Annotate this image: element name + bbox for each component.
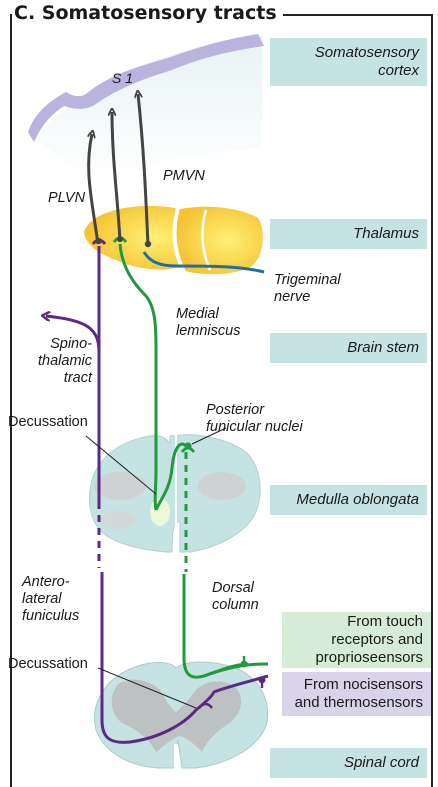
medulla-nucleus-left xyxy=(94,472,146,500)
posterior-nucleus-synapse xyxy=(180,446,196,453)
label-plvn: PLVN xyxy=(48,190,86,206)
box-spinal-cord: Spinal cord xyxy=(270,748,427,778)
frame-left-line xyxy=(10,14,12,787)
projection-green-to-cortex xyxy=(112,112,122,243)
cortex-illustration xyxy=(28,34,264,182)
spinothalamic-tract xyxy=(46,246,269,744)
thalamus-illustration xyxy=(84,206,263,275)
spinal-cord-illustration xyxy=(94,661,269,770)
box-thalamus-text: Thalamus xyxy=(353,225,419,242)
purple-branch-arrow xyxy=(46,316,101,353)
label-decussation-upper: Decussation xyxy=(8,414,88,430)
label-decussation-lower: Decussation xyxy=(8,656,88,672)
box-nocisensors: From nocisensors and thermosensors xyxy=(282,672,431,716)
box-somatosensory-cortex: Somatosensory cortex xyxy=(270,38,427,86)
thalamic-synapses xyxy=(91,236,152,248)
medulla-olive xyxy=(100,511,136,529)
label-anterolateral-funiculus: Antero- lateral funiculus xyxy=(22,574,80,624)
frame-right-line xyxy=(431,14,433,787)
label-medial-lemniscus: Medial lemniscus xyxy=(176,306,241,339)
box-medulla-text: Medulla oblongata xyxy=(296,491,419,508)
purple-synapse xyxy=(198,702,214,709)
label-posterior-funicular-nuclei: Posterior funicular nuclei xyxy=(206,402,303,435)
box-medulla-oblongata: Medulla oblongata xyxy=(270,485,427,515)
cortex-gray-band xyxy=(28,34,264,142)
label-dorsal-column: Dorsal column xyxy=(212,580,259,613)
projection-purple-to-cortex xyxy=(87,134,100,245)
page-title: C. Somatosensory tracts xyxy=(12,2,283,24)
box-cortex-text: Somatosensory cortex xyxy=(314,44,419,79)
cortex-white-matter xyxy=(34,36,262,182)
box-brain-stem-text: Brain stem xyxy=(347,339,419,356)
label-pmvn: PMVN xyxy=(163,168,205,184)
thalamus-right-lobe xyxy=(174,206,263,275)
leader-lines xyxy=(85,427,227,709)
purple-lower xyxy=(100,572,269,744)
synapse-lemniscus-dot xyxy=(117,236,123,242)
leader-decussation-upper xyxy=(85,435,157,495)
cortical-projections xyxy=(87,94,150,247)
projection-blue-to-cortex xyxy=(138,94,150,247)
medulla-nucleus-right xyxy=(198,472,246,500)
leader-posterior-nuclei xyxy=(191,427,227,445)
box-thalamus: Thalamus xyxy=(270,219,427,249)
synapse-plvn-dot xyxy=(96,238,102,244)
synapse-pmvn-dot xyxy=(144,240,152,248)
box-noci-text: From nocisensors and thermosensors xyxy=(294,676,423,711)
medulla-illustration xyxy=(88,430,261,553)
leader-decussation-lower xyxy=(97,667,197,709)
s1-label: S 1 xyxy=(112,70,133,86)
trigeminal-tract xyxy=(142,251,265,274)
box-touch-text: From touch receptors and proprioseensors xyxy=(315,613,423,666)
label-spinothalamic-tract: Spino- thalamic tract xyxy=(38,336,92,386)
label-trigeminal-nerve: Trigeminal nerve xyxy=(274,272,341,305)
box-spinal-text: Spinal cord xyxy=(343,754,419,771)
frame-top-line xyxy=(272,14,432,16)
box-touch-receptors: From touch receptors and proprioseensors xyxy=(282,612,431,668)
green-decussation xyxy=(154,442,188,511)
box-brain-stem: Brain stem xyxy=(270,333,427,363)
